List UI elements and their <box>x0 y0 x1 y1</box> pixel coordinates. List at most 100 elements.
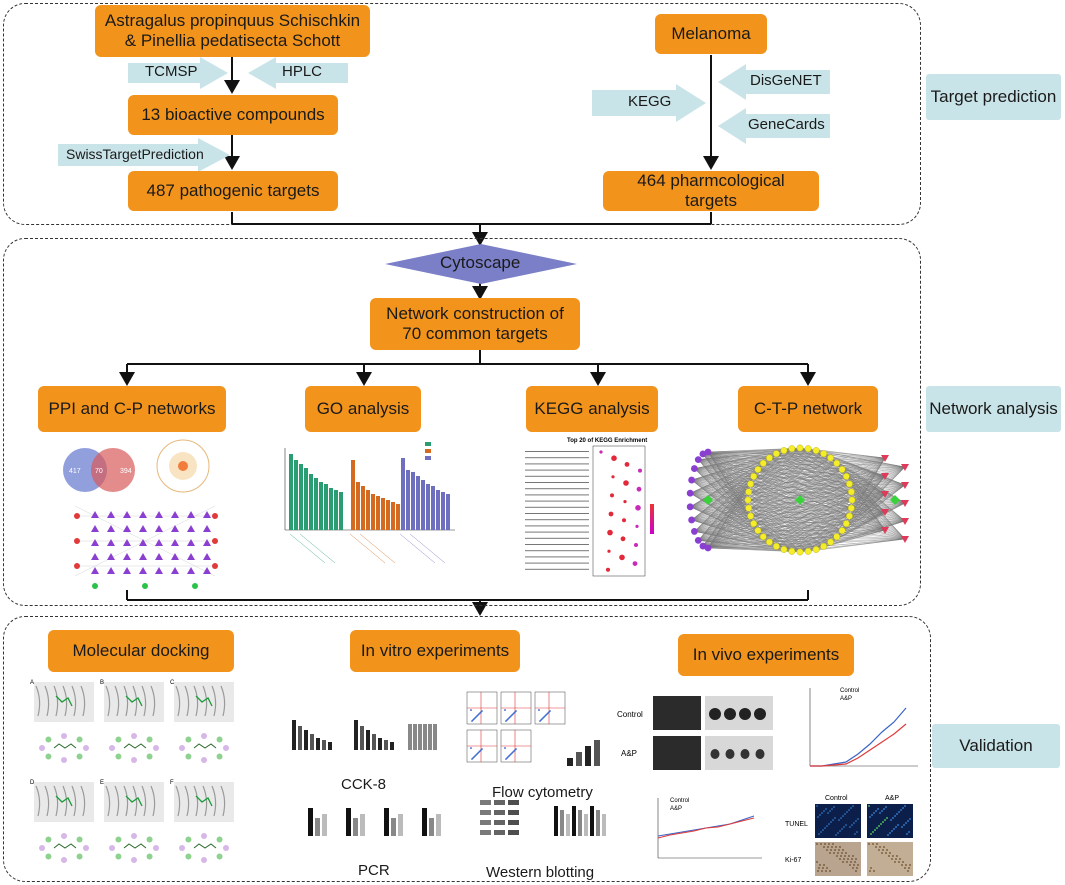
tunel-text: TUNEL <box>785 821 808 828</box>
ctp-target-node <box>766 538 773 546</box>
go-bar <box>361 486 365 530</box>
ctp-target-node <box>747 512 754 520</box>
western-bar <box>560 810 564 836</box>
pathogenic-box: 487 pathogenic targets <box>128 171 338 211</box>
pcr-bar <box>308 808 313 836</box>
cck8-bar <box>292 720 296 750</box>
ppi-target-node <box>107 539 115 546</box>
kegg-term-line <box>525 457 589 459</box>
ctp-compound-node <box>686 489 694 497</box>
kegg-thumbnail: Top 20 of KEGG Enrichment <box>525 438 654 577</box>
swiss-label: SwissTargetPrediction <box>66 146 204 162</box>
cck8-bar <box>418 724 422 750</box>
docking-panel-letter: A <box>30 680 34 686</box>
compounds-label: 13 bioactive compounds <box>141 104 325 124</box>
kegg-dot <box>635 505 641 511</box>
docking-box: Molecular docking <box>48 630 234 672</box>
kegg-dot <box>622 518 626 523</box>
cck8-bar <box>316 738 320 750</box>
docking-residue <box>146 736 153 743</box>
ctp-target-node <box>788 445 796 453</box>
docking-residue <box>216 753 223 760</box>
ppi-box: PPI and C-P networks <box>38 386 226 432</box>
docking-ribbon <box>62 785 68 817</box>
docking-residue <box>115 853 122 860</box>
ctp-target-node <box>847 488 855 496</box>
ctp-target-node <box>838 527 846 534</box>
kegg-dot <box>638 468 642 473</box>
western-bar <box>602 814 606 836</box>
docking-ribbon <box>202 685 208 717</box>
go-bar <box>441 492 445 530</box>
tumor <box>754 708 766 720</box>
kegg-term-line <box>525 531 589 533</box>
flow-thumbnail <box>466 691 600 766</box>
docking-residue <box>146 853 153 860</box>
docking-ribbon <box>211 785 217 817</box>
western-label: Western blotting <box>486 864 595 881</box>
kegg-dot <box>636 486 642 492</box>
docking-ribbon <box>132 685 138 717</box>
docking-ligand <box>195 695 213 707</box>
ctp-target-node <box>796 444 804 452</box>
cytoscape-label: Cytoscape <box>440 253 521 272</box>
western-bar <box>584 814 588 836</box>
go-bar <box>411 472 415 530</box>
ppi-target-node <box>139 525 147 532</box>
ppi-target-node <box>107 553 115 560</box>
ppi-target-node <box>107 567 115 574</box>
kegg-term-line <box>525 537 589 539</box>
ppi-target-node <box>139 511 147 518</box>
kegg-dot <box>632 561 638 566</box>
ppi-target-node <box>139 567 147 574</box>
ppi-target-node <box>155 511 163 518</box>
docking-residue <box>223 745 229 751</box>
ctp-pathway-node <box>901 536 909 543</box>
go-bar <box>376 496 380 530</box>
docking-residue <box>115 753 122 760</box>
hplc-label: HPLC <box>282 63 323 80</box>
go-bar <box>339 492 343 530</box>
docking-ribbon <box>105 785 111 817</box>
ctp-compound-node <box>688 516 696 524</box>
western-band <box>480 800 491 805</box>
cck8-bar <box>433 724 437 750</box>
cck8-bar <box>378 738 382 750</box>
venn-right: 394 <box>120 468 132 475</box>
ppi-target-node <box>203 539 211 546</box>
herb-line-2: & Pinellia pedatisecta Schott <box>124 31 341 50</box>
ppi-compound-node <box>74 538 80 544</box>
melanoma-label: Melanoma <box>671 23 751 43</box>
ppi-target-node <box>171 567 179 574</box>
go-bar <box>309 474 313 530</box>
docking-residue <box>201 733 207 739</box>
ctp-compound-node <box>694 536 702 544</box>
tunel-ki67-panel: Control A&P TUNEL Ki-67 <box>785 795 913 876</box>
ctp-compound-node <box>686 503 694 511</box>
ppi-target-node <box>171 511 179 518</box>
kegg-dot <box>623 480 629 486</box>
ppi-target-node <box>91 539 99 546</box>
docking-ribbon <box>175 685 181 717</box>
herb-line-1: Astragalus propinquus Schischkin <box>104 10 361 30</box>
tumor-legend-ap: A&P <box>840 696 852 702</box>
go-bar <box>356 482 360 530</box>
ctp-target-node <box>842 520 850 528</box>
ppi-target-node <box>155 539 163 546</box>
docking-ribbon <box>132 785 138 817</box>
ppi-target-node <box>187 525 195 532</box>
go-bar <box>406 470 410 530</box>
go-thumbnail <box>284 442 455 564</box>
ctp-target-node <box>745 504 753 512</box>
network-analysis-panel <box>3 238 921 606</box>
docking-residue <box>179 745 185 751</box>
western-band <box>480 820 491 825</box>
ppi-target-node <box>187 567 195 574</box>
tumor <box>724 708 736 720</box>
docking-ribbon <box>80 785 86 817</box>
ppi-target-node <box>107 511 115 518</box>
pharm-box: 464 pharmcological targets <box>603 171 819 211</box>
kegg-term-line <box>525 469 589 471</box>
